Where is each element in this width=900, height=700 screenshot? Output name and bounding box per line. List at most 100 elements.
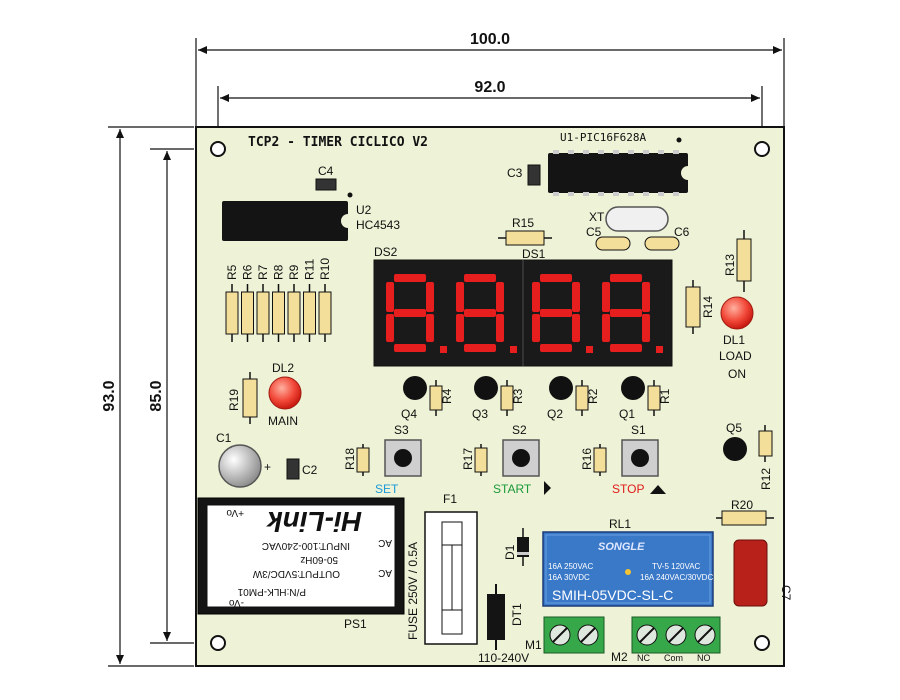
dl2-label: DL2 <box>272 361 294 375</box>
capacitor-c3 <box>527 164 541 186</box>
c1-plus: + <box>264 460 271 474</box>
dt1-label: DT1 <box>510 603 524 626</box>
m2-terminal-no: NO <box>697 653 711 663</box>
display-colon-dot <box>532 283 538 289</box>
transistor-q1 <box>621 376 645 400</box>
resistor-r3 <box>500 380 514 416</box>
resistor-r14 <box>685 286 701 328</box>
dl2-text: MAIN <box>268 414 298 428</box>
q5-label: Q5 <box>726 421 742 435</box>
dim-outer-width: 100.0 <box>470 31 510 48</box>
c7-label: C7 <box>779 585 793 601</box>
r19-label: R19 <box>227 389 241 411</box>
f1-label: F1 <box>443 492 457 506</box>
transistor-q2 <box>549 376 573 400</box>
pushbutton-s2-label: S2 <box>512 423 527 437</box>
seven-segment-display-ds2 <box>373 259 673 367</box>
capacitor-c7 <box>733 539 768 607</box>
pushbutton-s3 <box>384 439 422 477</box>
r15-label: R15 <box>512 216 534 230</box>
m2-terminal-com: Com <box>664 653 683 663</box>
display-digit-3 <box>532 274 593 353</box>
resistor-r4-label: R4 <box>440 388 454 404</box>
c1-label: C1 <box>216 431 232 445</box>
hlk-brand: Hi-Link <box>266 506 362 537</box>
pushbutton-s3-label: S3 <box>394 423 409 437</box>
resistor-r5-label: R5 <box>225 264 239 280</box>
relay-spec3: TV-5 120VAC <box>652 562 701 571</box>
resistor-r9 <box>287 284 301 342</box>
resistor-r20 <box>721 510 767 526</box>
transistor-q4-label: Q4 <box>401 407 417 421</box>
transistor-q3-label: Q3 <box>472 407 488 421</box>
ds1-label: DS1 <box>522 247 546 261</box>
dl1-text1: LOAD <box>719 349 752 363</box>
display-digit-1 <box>386 274 447 353</box>
resistor-r8-label: R8 <box>272 264 286 280</box>
capacitor-c5 <box>595 236 631 251</box>
hlk-pin-ac2: AC <box>378 537 392 548</box>
pushbutton-s2 <box>502 439 540 477</box>
pushbutton-s1-label: S1 <box>631 423 646 437</box>
display-digit-4 <box>602 274 663 353</box>
resistor-r9-label: R9 <box>287 264 301 280</box>
fuse-text: FUSE 250V / 0.5A <box>406 542 420 640</box>
hlk-output: OUTPUT:5VDC/3W <box>252 568 340 579</box>
mounting-hole-tl <box>210 141 226 157</box>
resistor-r12 <box>758 430 773 457</box>
mounting-holes <box>210 141 770 651</box>
resistor-r17-label: R17 <box>461 448 475 470</box>
m2-terminal-nc: NC <box>637 653 650 663</box>
resistor-r18-label: R18 <box>343 448 357 470</box>
resistor-r7 <box>256 284 270 342</box>
d1-label: D1 <box>503 544 517 560</box>
resistor-r1-label: R1 <box>658 388 672 404</box>
m1-label: M1 <box>525 638 542 652</box>
u2-ref-label: U2 <box>356 203 372 217</box>
resistor-r16-label: R16 <box>580 448 594 470</box>
c4-label: C4 <box>318 164 334 178</box>
c6-label: C6 <box>674 225 690 239</box>
display-digit-2 <box>456 274 517 353</box>
terminal-block-m1 <box>543 616 605 654</box>
c2-label: C2 <box>302 463 318 477</box>
resistor-r6-label: R6 <box>241 264 255 280</box>
m1-voltage: 110-240V <box>478 651 529 665</box>
relay-spec2: 16A 30VDC <box>548 573 590 582</box>
capacitor-c4 <box>315 178 337 191</box>
c5-label: C5 <box>586 225 602 239</box>
transistor-q1-label: Q1 <box>619 407 635 421</box>
stop-arrow-icon <box>650 485 666 494</box>
ds2-label: DS2 <box>374 245 398 259</box>
resistor-r16 <box>593 444 607 476</box>
resistor-r13 <box>736 238 752 282</box>
diode-d1 <box>517 528 529 566</box>
hlk-pm01-module <box>197 497 405 615</box>
stop-label: STOP <box>612 482 644 496</box>
dim-inner-height: 85.0 <box>148 380 165 411</box>
mounting-hole-bl <box>210 635 226 651</box>
crystal-xt <box>605 206 669 232</box>
resistor-r19 <box>242 378 258 418</box>
resistor-r1 <box>647 380 661 416</box>
u1-label: U1-PIC16F628A <box>560 131 646 144</box>
ps1-label: PS1 <box>344 617 367 631</box>
led-dl2 <box>268 376 302 410</box>
resistor-r2-label: R2 <box>586 388 600 404</box>
led-dl1 <box>720 296 754 330</box>
m2-label: M2 <box>611 650 628 664</box>
transistor-q4 <box>403 376 427 400</box>
pushbutton-s1 <box>621 439 659 477</box>
hlk-module-text: P/N:HLK-PM01 OUTPUT:5VDC/3W 50-60Hz INPU… <box>226 506 392 608</box>
relay-brand: SONGLE <box>598 541 645 553</box>
transistor-q2-label: Q2 <box>547 407 563 421</box>
rl1-label: RL1 <box>609 517 631 531</box>
r12-label: R12 <box>759 468 773 490</box>
resistor-r3-label: R3 <box>511 388 525 404</box>
resistor-r2 <box>575 380 589 416</box>
triac-dt1 <box>487 584 505 650</box>
